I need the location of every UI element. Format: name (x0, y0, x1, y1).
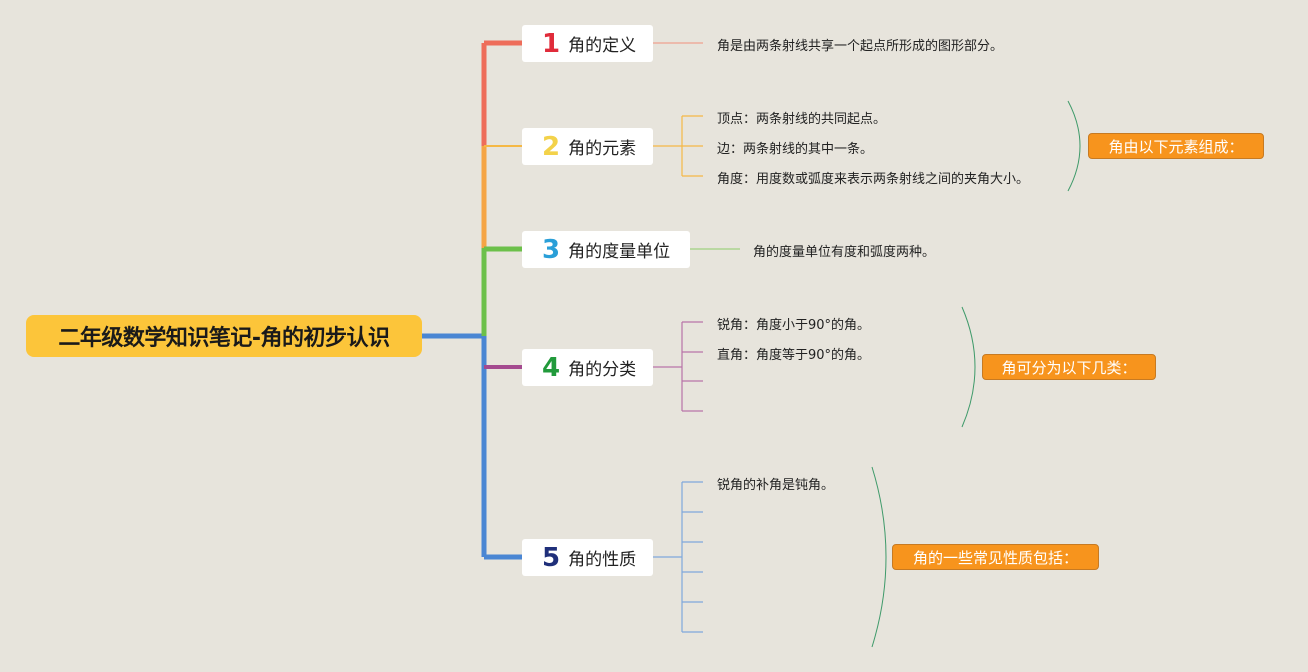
branch-number: 4 (542, 352, 561, 383)
summary-properties[interactable]: 角的一些常见性质包括： (892, 544, 1099, 570)
root-topic[interactable]: 二年级数学知识笔记-角的初步认识 (26, 315, 422, 357)
branch-label: 角的度量单位 (568, 242, 671, 262)
summary-classification[interactable]: 角可分为以下几类： (982, 354, 1156, 380)
summary-elements[interactable]: 角由以下元素组成： (1088, 133, 1264, 159)
root-title: 二年级数学知识笔记-角的初步认识 (58, 326, 390, 351)
branch-label: 角的定义 (568, 36, 637, 56)
leaf-acute[interactable]: 锐角：角度小于90°的角。 (717, 318, 871, 333)
branch-number: 1 (542, 28, 561, 59)
leaf-vertex[interactable]: 顶点：两条射线的共同起点。 (717, 112, 887, 127)
leaf-units[interactable]: 角的度量单位有度和弧度两种。 (753, 245, 936, 260)
branch-properties[interactable]: 5 角的性质 (522, 539, 653, 576)
branch-elements[interactable]: 2 角的元素 (522, 128, 653, 165)
branch-units[interactable]: 3 角的度量单位 (522, 231, 690, 268)
branch-number: 5 (542, 542, 561, 573)
branch-classification[interactable]: 4 角的分类 (522, 349, 653, 386)
branch-label: 角的性质 (568, 550, 637, 570)
branch-number: 3 (542, 234, 561, 265)
branch-number: 2 (542, 131, 561, 162)
branch-definition[interactable]: 1 角的定义 (522, 25, 653, 62)
leaf-definition[interactable]: 角是由两条射线共享一个起点所形成的图形部分。 (717, 39, 1004, 54)
leaf-right[interactable]: 直角：角度等于90°的角。 (717, 348, 871, 363)
leaf-supplement[interactable]: 锐角的补角是钝角。 (717, 478, 835, 493)
branch-label: 角的分类 (568, 360, 637, 380)
leaf-side[interactable]: 边：两条射线的其中一条。 (717, 142, 874, 157)
branch-label: 角的元素 (568, 139, 637, 159)
leaf-angle-size[interactable]: 角度：用度数或弧度来表示两条射线之间的夹角大小。 (717, 172, 1030, 187)
